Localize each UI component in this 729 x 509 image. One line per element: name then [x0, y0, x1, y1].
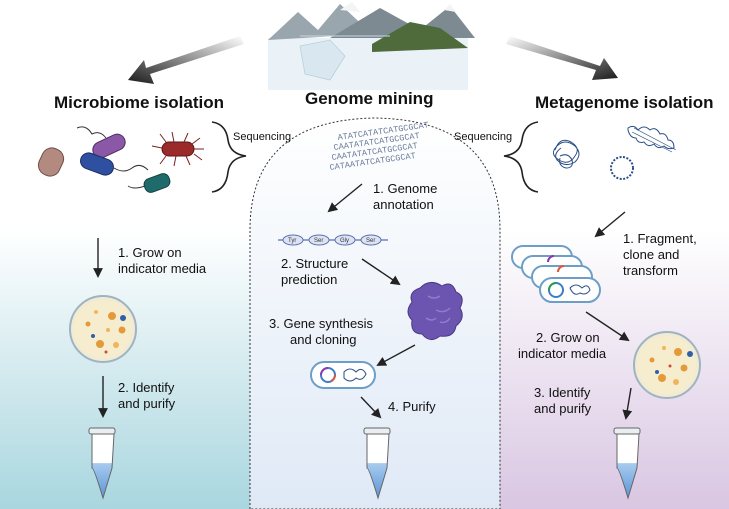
right-step1-line1: 1. Fragment,: [623, 231, 697, 246]
petri-dish-right-illustration: [633, 331, 701, 399]
arrow-to-microbiome: [128, 36, 244, 84]
right-step2-line1: 2. Grow on: [536, 330, 600, 345]
plasmid-center-illustration: [310, 361, 376, 389]
right-arrow-2: [585, 311, 630, 342]
left-step2-line2: and purify: [118, 396, 176, 411]
center-arrow-4: [360, 396, 382, 419]
petri-dish-left-illustration: [69, 295, 137, 363]
right-step1-line2: clone and: [623, 247, 679, 262]
tube-right-illustration: [613, 427, 641, 500]
metagenome-dna-illustration: [553, 125, 677, 180]
right-step1-line3: transform: [623, 263, 678, 278]
left-step1-line1: 1. Grow on: [118, 245, 182, 260]
center-step1-line1: 1. Genome: [373, 181, 437, 196]
right-step3-line1: 3. Identify: [534, 385, 591, 400]
center-arrow-2: [361, 258, 401, 286]
brace-right: [503, 121, 539, 193]
plasmid-stack-illustration: [511, 245, 601, 303]
peptide-chain-illustration: Tyr Ser Gly Ser: [278, 234, 388, 246]
center-step3-line2: and cloning: [290, 332, 357, 347]
arrow-to-metagenome: [506, 36, 618, 80]
left-step2-line1: 2. Identify: [118, 380, 175, 395]
brace-left: [211, 121, 247, 193]
right-step3-line2: and purify: [534, 401, 592, 416]
tube-left-illustration: [88, 427, 116, 500]
right-arrow-3: [622, 387, 633, 420]
right-step2-line2: indicator media: [518, 346, 607, 361]
center-step4: 4. Purify: [388, 399, 436, 414]
heading-genome-mining: Genome mining: [305, 89, 433, 108]
center-step2-line2: prediction: [281, 272, 337, 287]
heading-metagenome-isolation: Metagenome isolation: [535, 93, 714, 112]
right-arrow-1: [594, 211, 626, 238]
residue-label: Ser: [314, 238, 323, 244]
environment-landscape-illustration: [268, 2, 475, 90]
residue-label: Tyr: [288, 238, 296, 244]
sequencing-label-left: Sequencing: [233, 131, 291, 143]
center-arrow-1: [327, 183, 363, 213]
microbes-illustration: [37, 126, 204, 193]
sequencing-label-right: Sequencing: [454, 131, 512, 143]
residue-label: Gly: [340, 238, 349, 244]
left-panel: [0, 230, 250, 509]
center-step2-line1: 2. Structure: [281, 256, 348, 271]
residue-label: Ser: [366, 238, 375, 244]
protein-structure-illustration: [407, 282, 463, 340]
center-arrow-3: [376, 344, 416, 366]
center-panel: [249, 117, 501, 509]
tube-center-illustration: [363, 427, 391, 500]
heading-microbiome-isolation: Microbiome isolation: [54, 93, 224, 112]
left-step1-line2: indicator media: [118, 261, 207, 276]
center-step3-line1: 3. Gene synthesis: [269, 316, 374, 331]
center-step1-line2: annotation: [373, 197, 434, 212]
